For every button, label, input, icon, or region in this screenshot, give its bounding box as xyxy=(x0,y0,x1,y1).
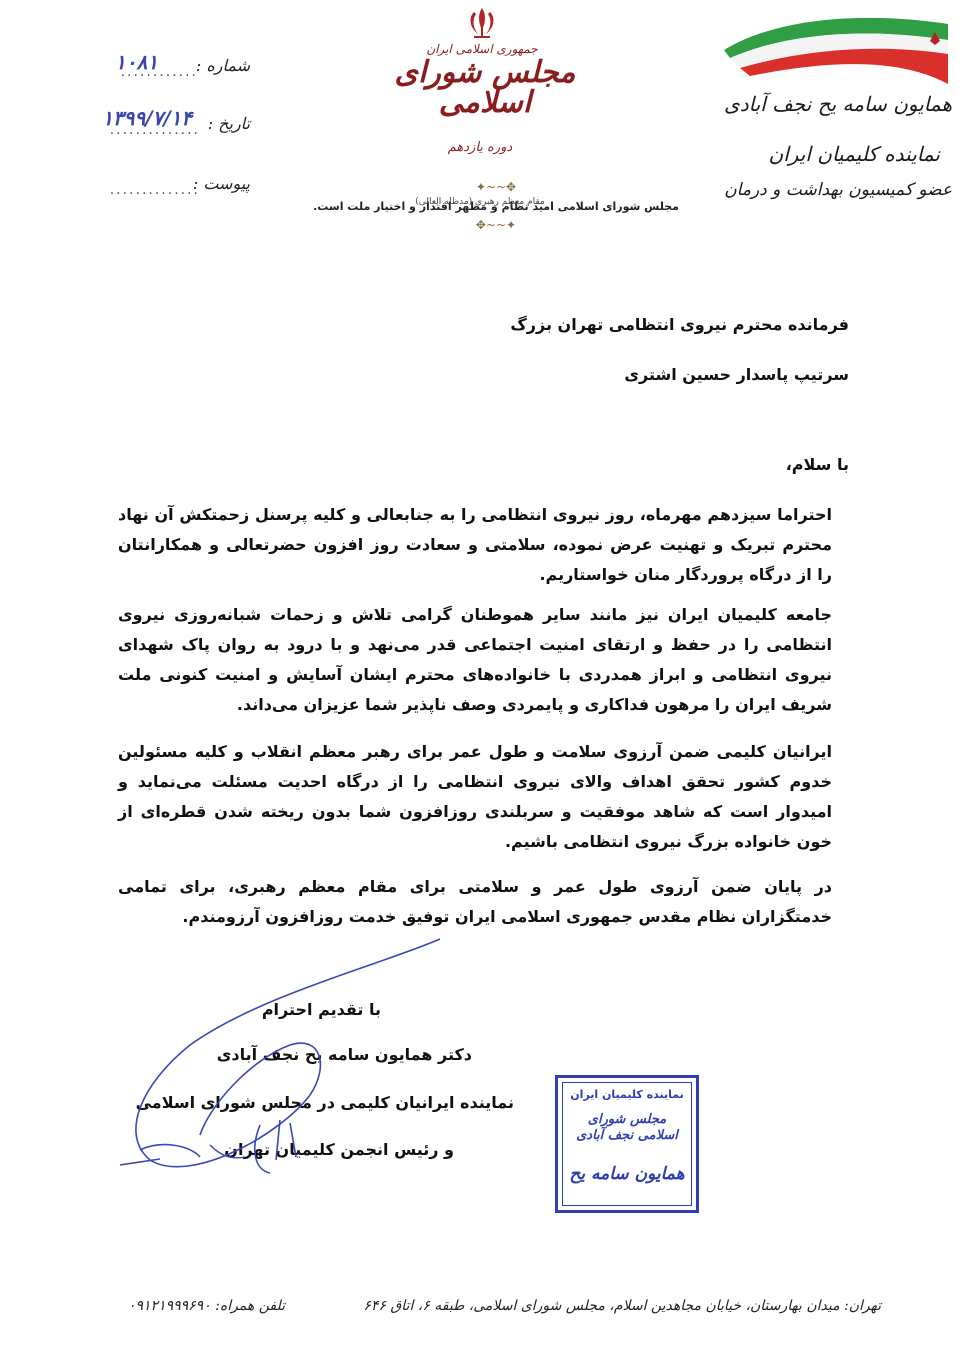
signer-title-2: و رئیس انجمن کلیمیان تهران xyxy=(224,1140,454,1159)
recipient-line-1: فرمانده محترم نیروی انتظامی تهران بزرگ xyxy=(510,315,849,334)
stamp-middle-text: مجلس شورای اسلامی نجف آبادی xyxy=(576,1112,678,1143)
paragraph-1: احتراما سیزدهم مهرماه، روز نیروی انتظامی… xyxy=(118,505,832,584)
closing: با تقدیم احترام xyxy=(261,1000,381,1019)
paragraph-3: ایرانیان کلیمی ضمن آرزوی سلامت و طول عمر… xyxy=(118,742,832,851)
representative-committee: عضو کمیسیون بهداشت و درمان xyxy=(724,180,952,200)
signer-title-1: نماینده ایرانیان کلیمی در مجلس شورای اسل… xyxy=(135,1093,514,1112)
letter-number-row: شماره : ............ ۱۰۸۱ xyxy=(60,50,250,82)
parliament-logotype: مجلس شورای اسلامی xyxy=(394,55,576,120)
letter-date-label: تاریخ : xyxy=(207,114,250,133)
handwritten-signature xyxy=(80,935,500,1185)
stamp-top-text: نماینده کلیمیان ایران xyxy=(570,1088,684,1101)
dotted-line: .............. xyxy=(109,182,200,198)
dotted-line: .............. xyxy=(109,122,200,138)
letter-number-label: شماره : xyxy=(195,56,250,75)
paragraph-2: جامعه کلیمیان ایران نیز مانند سایر هموطن… xyxy=(118,605,832,714)
ornament-icon: ✦~~✥ xyxy=(475,218,517,232)
dotted-line: ............ xyxy=(120,64,198,80)
republic-label: جمهوری اسلامی ایران xyxy=(426,42,538,56)
recipient-line-2: سرتیپ پاسدار حسین اشتری xyxy=(624,365,849,384)
letter-number-value: ۱۰۸۱ xyxy=(115,50,158,74)
motto-row: ✥~~✦ مجلس شورای اسلامی امید نظام و مظهر … xyxy=(296,176,696,232)
letter-date-row: تاریخ : .............. ۱۳۹۹/۷/۱۴ xyxy=(55,106,250,140)
flag-ribbon-icon xyxy=(720,10,952,88)
footer-address: تهران: میدان بهارستان، خیابان مجاهدین اس… xyxy=(363,1298,881,1314)
motto-attribution: مقام معظم رهبری (مدظله العالی) xyxy=(415,197,545,207)
letter-date-value: ۱۳۹۹/۷/۱۴ xyxy=(102,106,192,130)
ornament-icon: ✥~~✦ xyxy=(475,180,517,194)
parliament-term: دوره یازدهم xyxy=(447,140,513,155)
paragraph-4: در پایان ضمن آرزوی طول عمر و سلامتی برای… xyxy=(118,877,832,926)
parliament-motto: مجلس شورای اسلامی امید نظام و مظهر اقتدا… xyxy=(313,200,679,213)
official-stamp: نماینده کلیمیان ایران مجلس شورای اسلامی … xyxy=(555,1075,699,1213)
stamp-bottom-text: همایون سامه یح xyxy=(569,1164,685,1184)
letter-attachment-row: پیوست : .............. xyxy=(60,170,250,200)
representative-title: نماینده کلیمیان ایران xyxy=(768,142,940,166)
representative-name: همایون سامه یح نجف آبادی xyxy=(724,92,952,116)
footer-mobile: تلفن همراه: ۰۹۱۲۱۹۹۹۶۹۰ xyxy=(128,1298,286,1314)
greeting: با سلام، xyxy=(785,455,849,474)
letter-attachment-label: پیوست : xyxy=(192,174,250,193)
stamp-border xyxy=(562,1082,692,1206)
iran-emblem-icon xyxy=(462,6,502,42)
